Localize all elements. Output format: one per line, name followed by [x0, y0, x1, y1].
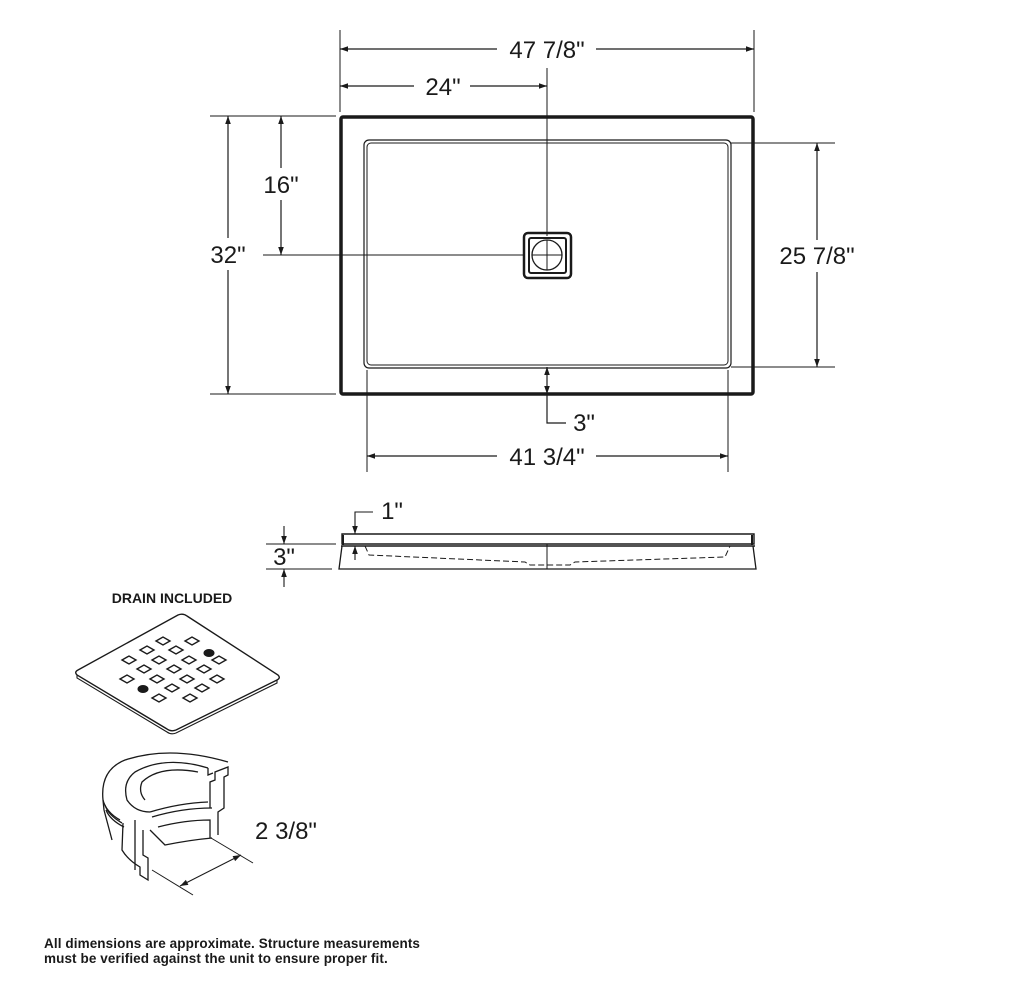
drain-icon	[522, 231, 573, 280]
dim-drain-pipe-diameter: 2 3/8"	[255, 818, 317, 845]
drain-grate-icon	[75, 613, 280, 735]
drain-included-title: DRAIN INCLUDED	[112, 590, 233, 606]
dim-drain-offset-y: 16"	[263, 172, 298, 199]
dim-rim-thickness: 1"	[381, 498, 403, 525]
dim-front-apron: 3"	[573, 410, 595, 437]
disclaimer-note: All dimensions are approximate. Structur…	[44, 936, 420, 966]
disclaimer-line-2: must be verified against the unit to ens…	[44, 951, 388, 966]
dim-overall-depth: 32"	[210, 242, 245, 269]
disclaimer-line-1: All dimensions are approximate. Structur…	[44, 936, 421, 951]
dim-overall-height: 3"	[273, 544, 295, 571]
dim-inner-width: 41 3/4"	[509, 444, 584, 471]
drain-body-icon	[102, 752, 229, 882]
dim-drain-offset-x: 24"	[425, 74, 460, 101]
dim-overall-width: 47 7/8"	[509, 37, 584, 64]
dim-inner-depth: 25 7/8"	[779, 243, 854, 270]
plan-view	[210, 30, 835, 472]
side-view	[266, 511, 757, 587]
